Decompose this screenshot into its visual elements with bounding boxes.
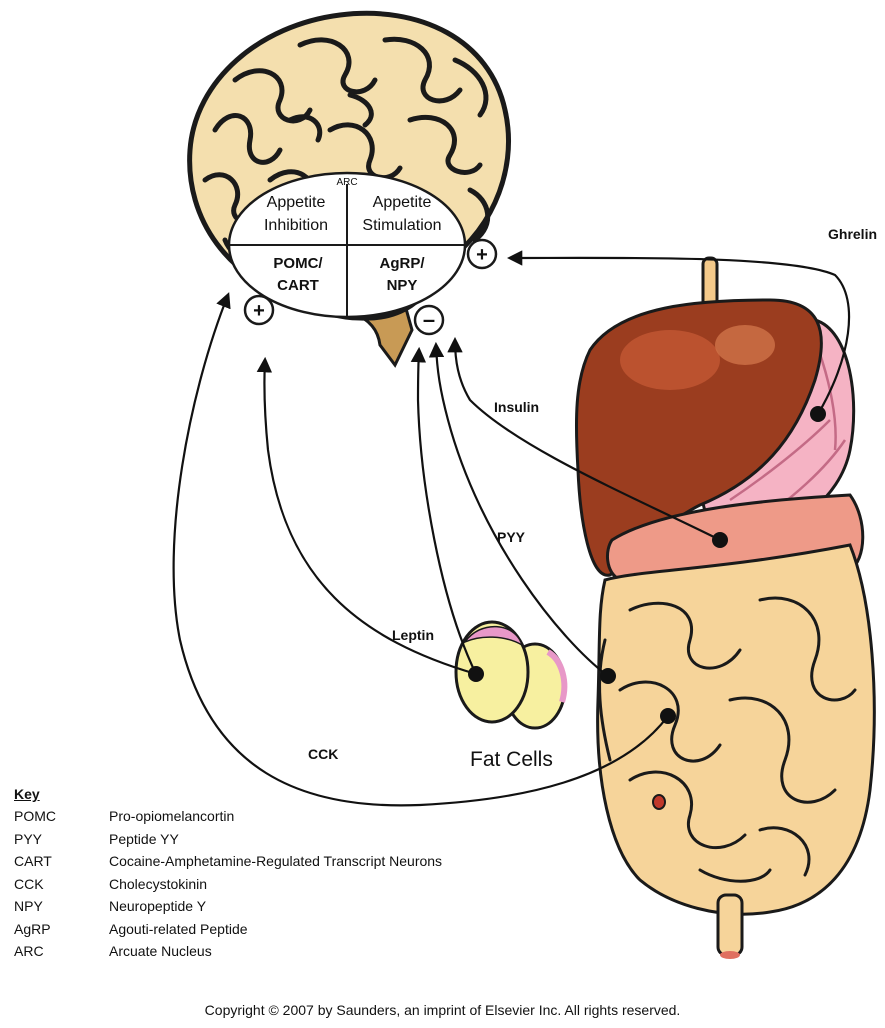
- key-definition: Peptide YY: [109, 831, 574, 847]
- quadrant-pomc-cart-line1: POMC/: [273, 255, 323, 272]
- key-abbr: PYY: [14, 831, 109, 847]
- key-definition: Arcuate Nucleus: [109, 943, 574, 959]
- key-abbr: CART: [14, 853, 109, 869]
- quadrant-pomc-cart-line2: CART: [277, 277, 319, 294]
- key-abbr: NPY: [14, 898, 109, 914]
- key-abbr: CCK: [14, 876, 109, 892]
- leptin-to-minus-pathway: [418, 350, 476, 674]
- key-row: PYY Peptide YY: [14, 828, 574, 851]
- svg-text:+: +: [253, 300, 265, 322]
- digestive-organs-illustration: [576, 258, 874, 959]
- key-row: CCK Cholecystokinin: [14, 873, 574, 896]
- ghrelin-label: Ghrelin: [828, 226, 877, 242]
- quadrant-appetite-stimulation-line1: Appetite: [373, 194, 432, 211]
- key-definition: Cholecystokinin: [109, 876, 574, 892]
- quadrant-agrp-npy-line2: NPY: [387, 277, 418, 294]
- copyright-notice: Copyright © 2007 by Saunders, an imprint…: [0, 1002, 885, 1018]
- key-title: Key: [14, 786, 574, 802]
- quadrant-appetite-stimulation-line2: Stimulation: [362, 217, 441, 234]
- insulin-label: Insulin: [494, 399, 539, 415]
- fat-cells-label: Fat Cells: [470, 748, 553, 771]
- key-row: CART Cocaine-Amphetamine-Regulated Trans…: [14, 850, 574, 873]
- arcuate-nucleus-diagram: ARC Appetite Inhibition Appetite Stimula…: [229, 173, 465, 317]
- arc-label: ARC: [336, 177, 357, 188]
- stimulation-plus-sign: +: [468, 240, 496, 268]
- quadrant-appetite-inhibition-line1: Appetite: [267, 194, 326, 211]
- svg-text:–: –: [423, 307, 435, 332]
- key-definition: Cocaine-Amphetamine-Regulated Transcript…: [109, 853, 574, 869]
- quadrant-agrp-npy-line1: AgRP/: [380, 255, 426, 272]
- key-row: ARC Arcuate Nucleus: [14, 940, 574, 963]
- key-definition: Agouti-related Peptide: [109, 921, 574, 937]
- svg-text:+: +: [476, 244, 488, 266]
- cck-label: CCK: [308, 746, 338, 762]
- key-definition: Neuropeptide Y: [109, 898, 574, 914]
- key-abbr: POMC: [14, 808, 109, 824]
- inhibition-plus-sign: +: [245, 296, 273, 324]
- key-row: AgRP Agouti-related Peptide: [14, 918, 574, 941]
- quadrant-appetite-inhibition-line2: Inhibition: [264, 217, 328, 234]
- key-definition: Pro-opiomelancortin: [109, 808, 574, 824]
- key-abbr: AgRP: [14, 921, 109, 937]
- leptin-label: Leptin: [392, 627, 434, 643]
- abbreviation-key: Key POMC Pro-opiomelancortin PYY Peptide…: [14, 786, 574, 963]
- key-abbr: ARC: [14, 943, 109, 959]
- pyy-label: PYY: [497, 529, 526, 545]
- key-row: NPY Neuropeptide Y: [14, 895, 574, 918]
- stimulation-minus-sign: –: [415, 306, 443, 334]
- key-row: POMC Pro-opiomelancortin: [14, 805, 574, 828]
